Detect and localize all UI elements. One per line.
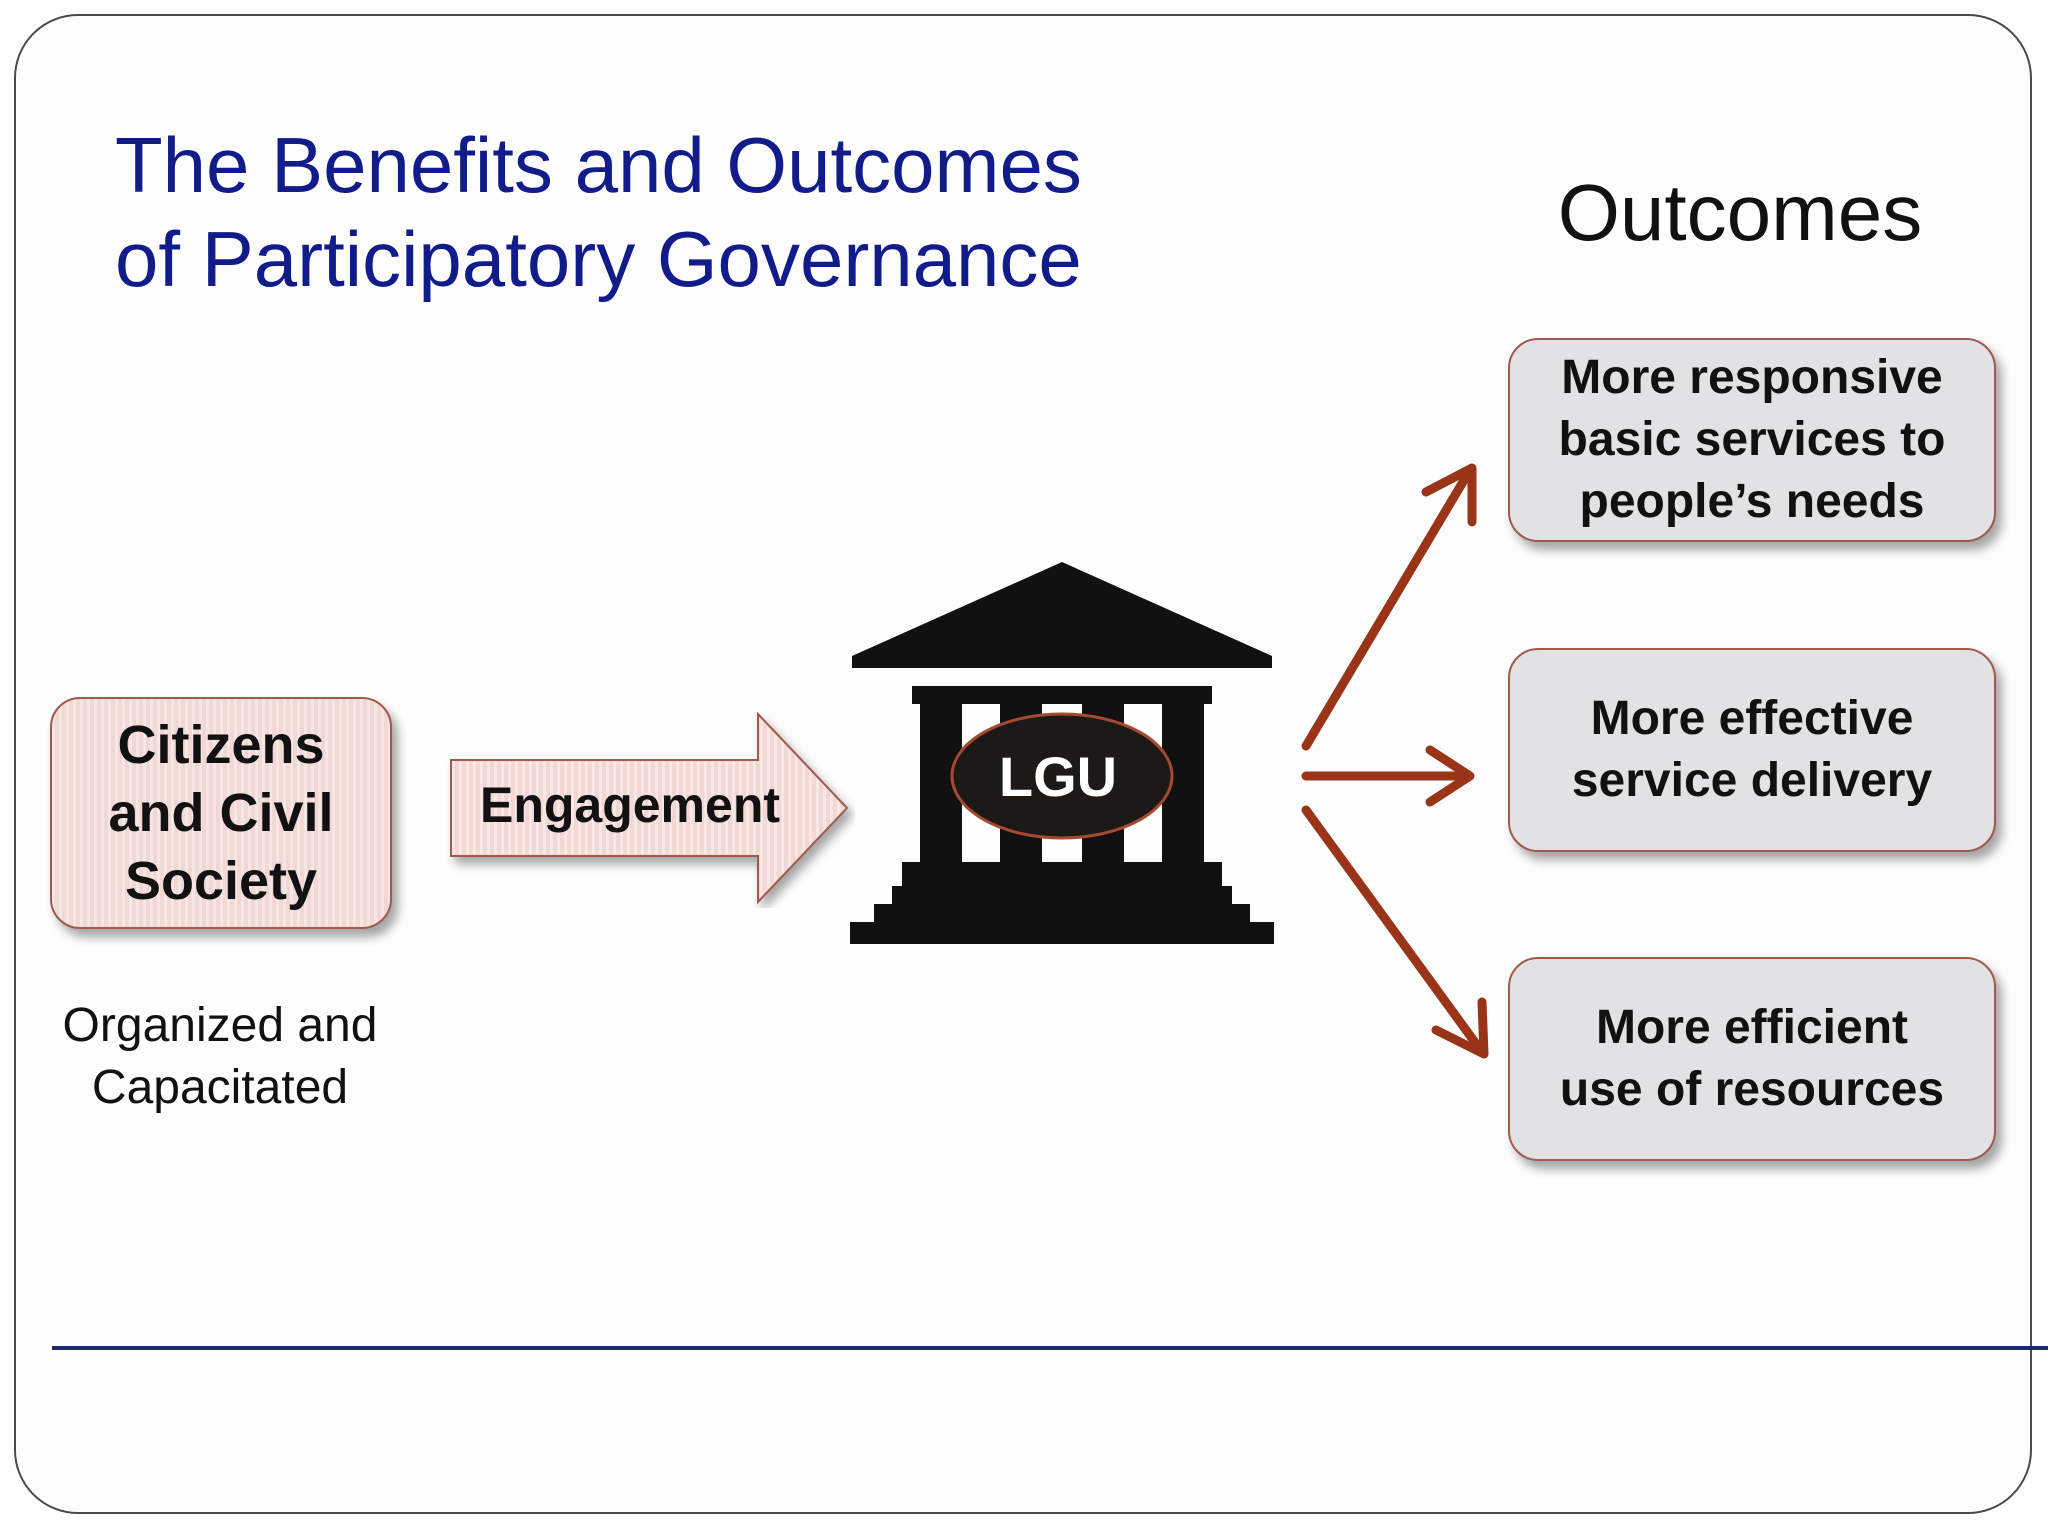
- arrow-to-outcome-1: [1301, 465, 1475, 751]
- outcome-label: More responsive basic services to people…: [1558, 351, 1946, 528]
- government-building-icon: [850, 562, 1274, 944]
- citizens-box: Citizens and Civil Society: [50, 697, 392, 929]
- citizens-label: Citizens and Civil Society: [108, 715, 334, 911]
- engagement-label: Engagement: [479, 777, 781, 833]
- bottom-divider: [52, 1346, 2048, 1350]
- outcomes-heading: Outcomes: [1557, 168, 1923, 257]
- outcome-label: More effective service delivery: [1571, 692, 1933, 807]
- outcome-box: More efficient use of resources: [1508, 957, 1996, 1161]
- arrow-to-outcome-3: [1301, 805, 1487, 1057]
- title-line-2: of Participatory Governance: [115, 215, 1082, 303]
- citizens-sublabel: Organized and Capacitated: [62, 999, 378, 1114]
- outcome-box: More effective service delivery: [1508, 648, 1996, 852]
- outcome-arrows: [1301, 463, 1489, 1059]
- title-line-1: The Benefits and Outcomes: [115, 121, 1082, 209]
- lgu-label: LGU: [998, 745, 1118, 808]
- engagement-arrow-icon: [450, 711, 849, 905]
- outcome-box: More responsive basic services to people…: [1508, 338, 1996, 542]
- slide-title: The Benefits and Outcomes of Participato…: [115, 118, 1215, 306]
- lgu-badge: [950, 712, 1174, 840]
- outcome-label: More efficient use of resources: [1559, 1001, 1945, 1116]
